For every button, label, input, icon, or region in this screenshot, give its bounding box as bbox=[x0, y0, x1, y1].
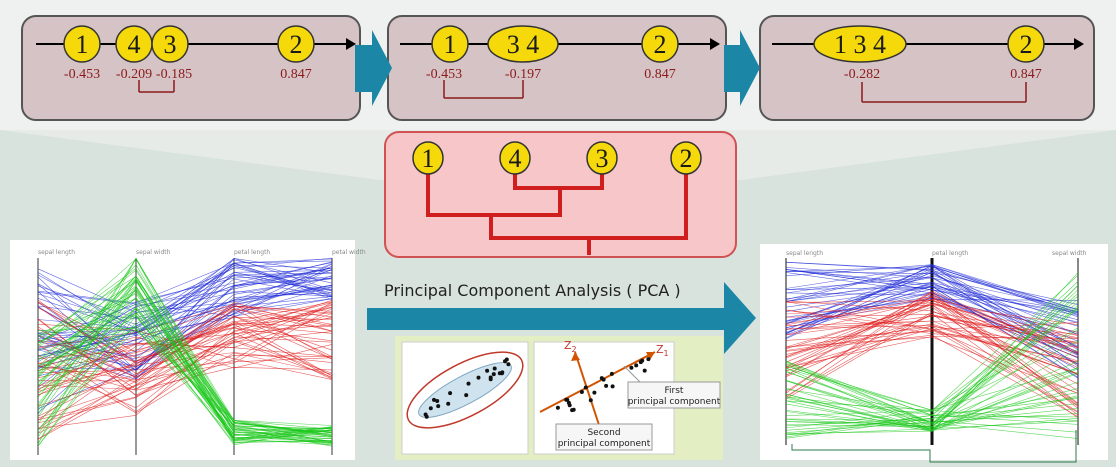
step-arrow-1 bbox=[355, 30, 392, 106]
node-value: -0.453 bbox=[426, 67, 462, 82]
scatter-point bbox=[491, 372, 496, 377]
axis-label: sepal length bbox=[786, 250, 823, 257]
bubble-label: 1 bbox=[76, 30, 89, 59]
bubble-node: 3 4 bbox=[487, 25, 559, 63]
bubble-node: 2 bbox=[1007, 25, 1045, 63]
bubble-node: 2 bbox=[641, 25, 679, 63]
scatter-point bbox=[492, 366, 497, 371]
scatter-point bbox=[497, 371, 502, 376]
scatter-point bbox=[599, 376, 604, 381]
scatter-point bbox=[555, 405, 560, 410]
pca-illustration: Z2 Z1 First principal component Second p… bbox=[395, 336, 723, 460]
node-value: 0.847 bbox=[644, 67, 676, 82]
first-pc-line1: First bbox=[665, 386, 684, 396]
scatter-point bbox=[485, 368, 490, 373]
scatter-point bbox=[446, 401, 451, 406]
scatter-point bbox=[588, 398, 593, 403]
leaf-label: 4 bbox=[509, 144, 522, 173]
dendrogram-leaf: 1 bbox=[412, 141, 444, 175]
scatter-point bbox=[432, 397, 436, 402]
scatter-point bbox=[567, 403, 572, 408]
bubble-node: 1 bbox=[431, 25, 469, 63]
pca-title: Principal Component Analysis ( PCA ) bbox=[384, 281, 681, 300]
second-pc-line1: Second bbox=[587, 428, 620, 438]
node-value: -0.209 bbox=[116, 67, 152, 82]
node-value: 0.847 bbox=[280, 67, 312, 82]
step-arrow-2 bbox=[724, 30, 760, 106]
scatter-point bbox=[592, 390, 597, 395]
axis-label: sepal length bbox=[38, 249, 75, 256]
bubble-label: 2 bbox=[654, 30, 667, 59]
left-parallel-coordinates: sepal length sepal width petal length petal… bbox=[10, 240, 366, 460]
scatter-point bbox=[609, 371, 614, 376]
scatter-point bbox=[642, 368, 647, 373]
scatter-point bbox=[604, 383, 609, 388]
right-parallel-coordinates: sepal length petal length sepal width bbox=[760, 244, 1108, 460]
bubble-label: 1 bbox=[444, 30, 457, 59]
scatter-point bbox=[488, 377, 493, 382]
dendrogram-leaf: 3 bbox=[586, 141, 618, 175]
step-panel-3: 1 3 4 -0.282 2 0.847 bbox=[759, 15, 1095, 121]
axis-label: petal width bbox=[332, 249, 366, 256]
node-value: -0.453 bbox=[64, 67, 100, 82]
scatter-point bbox=[428, 406, 433, 411]
pca-arrow bbox=[367, 282, 756, 354]
node-value: -0.282 bbox=[844, 67, 880, 82]
bubble-label: 3 bbox=[164, 30, 177, 59]
dendrogram-leaf: 2 bbox=[670, 141, 702, 175]
scatter-point bbox=[424, 414, 429, 419]
scatter-point bbox=[634, 363, 639, 368]
scatter-point bbox=[638, 360, 643, 365]
bubble-label: 3 4 bbox=[507, 30, 540, 59]
dendrogram-panel bbox=[384, 131, 737, 258]
second-pc-line2: principal component bbox=[558, 439, 651, 449]
leaf-label: 1 bbox=[422, 144, 435, 173]
first-pc-line2: principal component bbox=[628, 397, 721, 407]
bubble-node: 1 bbox=[63, 25, 101, 63]
axis-label: petal length bbox=[932, 250, 968, 257]
scatter-point bbox=[504, 357, 509, 362]
scatter-point bbox=[436, 404, 441, 409]
axis-label: sepal width bbox=[1052, 250, 1087, 257]
node-value: -0.185 bbox=[156, 67, 192, 82]
scatter-point bbox=[464, 393, 469, 398]
scatter-point bbox=[435, 399, 440, 403]
leaf-label: 3 bbox=[596, 144, 609, 173]
bubble-node: 1 3 4 bbox=[813, 25, 907, 63]
bubble-label: 1 3 4 bbox=[834, 30, 886, 59]
bubble-node: 2 bbox=[277, 25, 315, 63]
scatter-point bbox=[448, 391, 453, 396]
bubble-label: 2 bbox=[1020, 30, 1033, 59]
z1-label: Z1 bbox=[656, 343, 669, 358]
scatter-point bbox=[466, 381, 471, 386]
bubble-label: 4 bbox=[128, 30, 141, 59]
scatter-point bbox=[583, 385, 588, 390]
dendrogram-leaf: 4 bbox=[499, 141, 531, 175]
step-panel-1: 1 -0.453 4 -0.209 3 -0.185 2 0.847 bbox=[21, 15, 361, 121]
axis-label: sepal width bbox=[136, 249, 171, 256]
scatter-point bbox=[565, 397, 570, 402]
z2-label: Z2 bbox=[564, 339, 577, 354]
node-value: -0.197 bbox=[505, 67, 541, 82]
scatter-point bbox=[579, 390, 584, 394]
scatter-point bbox=[629, 365, 634, 370]
scatter-point bbox=[476, 375, 481, 380]
scatter-point bbox=[646, 357, 651, 362]
right-plot-connector bbox=[791, 430, 1077, 463]
node-value: 0.847 bbox=[1010, 67, 1042, 82]
scatter-point bbox=[610, 384, 615, 389]
bubble-node: 4 bbox=[115, 25, 153, 63]
leaf-label: 2 bbox=[680, 144, 693, 173]
bubble-label: 2 bbox=[290, 30, 303, 59]
scatter-point bbox=[571, 407, 576, 412]
step-panel-2: 1 -0.453 3 4 -0.197 2 0.847 bbox=[387, 15, 727, 121]
scatter-point bbox=[506, 362, 511, 367]
axis-label: petal length bbox=[234, 249, 270, 256]
bubble-node: 3 bbox=[151, 25, 189, 63]
